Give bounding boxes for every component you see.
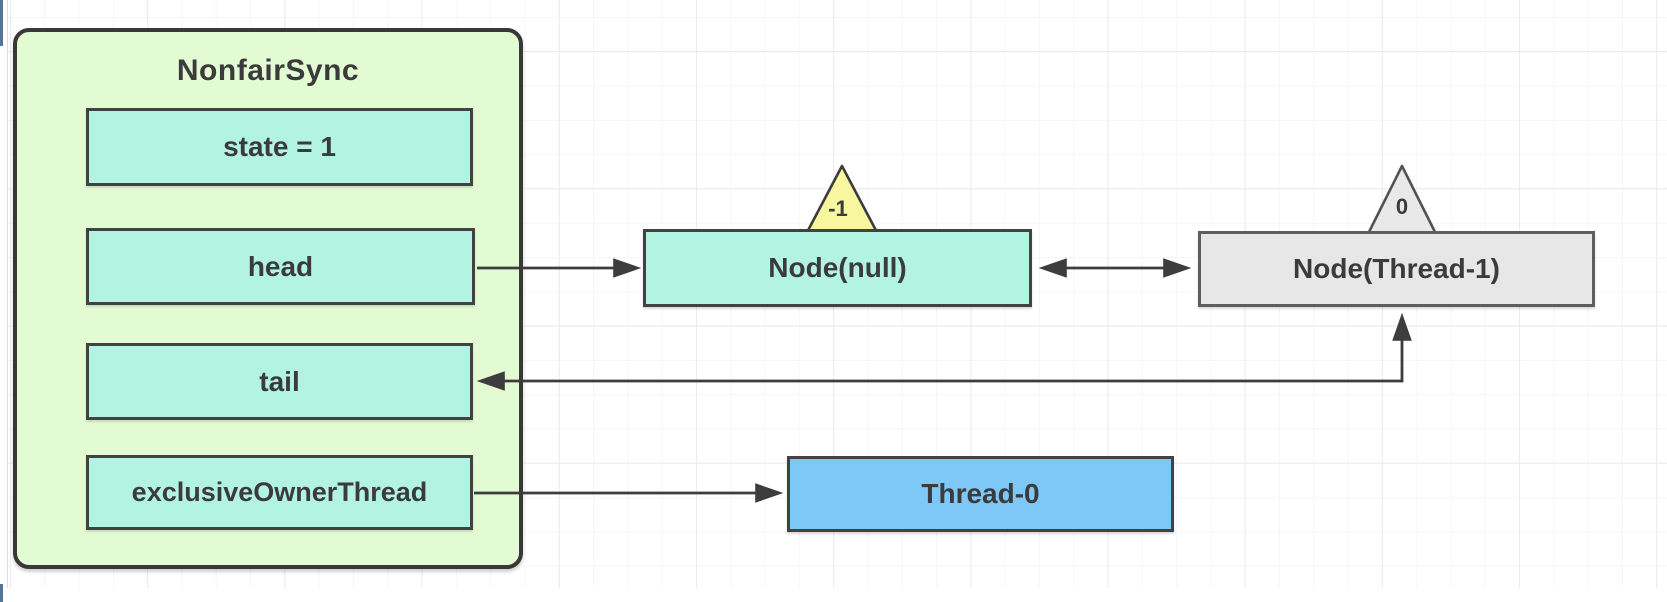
field-exclusive-owner-thread: exclusiveOwnerThread xyxy=(86,455,473,530)
container-title: NonfairSync xyxy=(176,54,360,87)
field-head: head xyxy=(86,228,475,305)
waitstatus-label-tail-node: 0 xyxy=(1395,194,1409,219)
left-edge-mark-bottom xyxy=(0,584,3,602)
canvas-left-edge xyxy=(7,0,8,588)
owner-thread-box: Thread-0 xyxy=(787,456,1174,532)
queue-tail-node: Node(Thread-1) xyxy=(1198,231,1595,307)
field-tail: tail xyxy=(86,343,473,420)
field-state: state = 1 xyxy=(86,108,473,186)
queue-head-node: Node(null) xyxy=(643,229,1032,307)
nonfairsync-container: NonfairSync state = 1 head tail exclusiv… xyxy=(13,28,523,569)
waitstatus-label-head-node: -1 xyxy=(828,196,848,221)
left-edge-mark-top xyxy=(0,0,3,46)
